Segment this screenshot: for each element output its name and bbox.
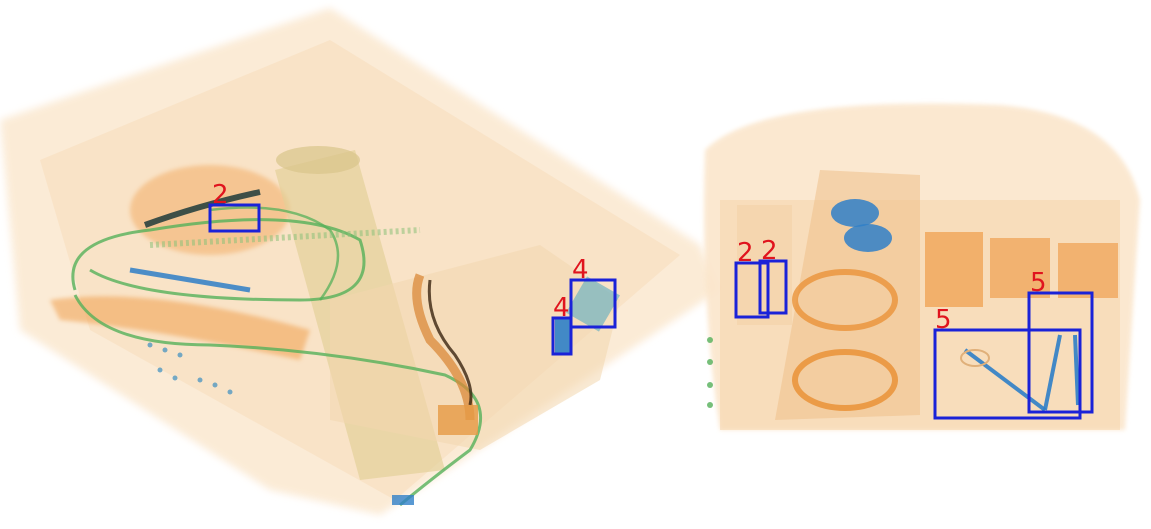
detection-box: 2 (758, 236, 788, 315)
detection-box: 5 (1027, 268, 1094, 414)
detection-label: 2 (761, 236, 778, 266)
detection-boxes: 2 4 4 2 2 5 5 (208, 180, 1094, 420)
detection-label: 4 (572, 255, 589, 285)
detection-label: 2 (737, 238, 754, 268)
detection-label: 4 (553, 293, 570, 323)
detection-box: 4 (569, 255, 617, 329)
detection-box: 2 (734, 238, 770, 319)
detection-box: 2 (208, 180, 261, 233)
detection-label: 5 (1030, 268, 1047, 298)
detection-label: 5 (935, 305, 952, 335)
right-bag (704, 103, 1140, 430)
detection-box: 5 (933, 305, 1082, 420)
detection-label: 2 (212, 180, 229, 210)
left-bag (0, 8, 720, 515)
detection-box: 4 (551, 293, 573, 356)
